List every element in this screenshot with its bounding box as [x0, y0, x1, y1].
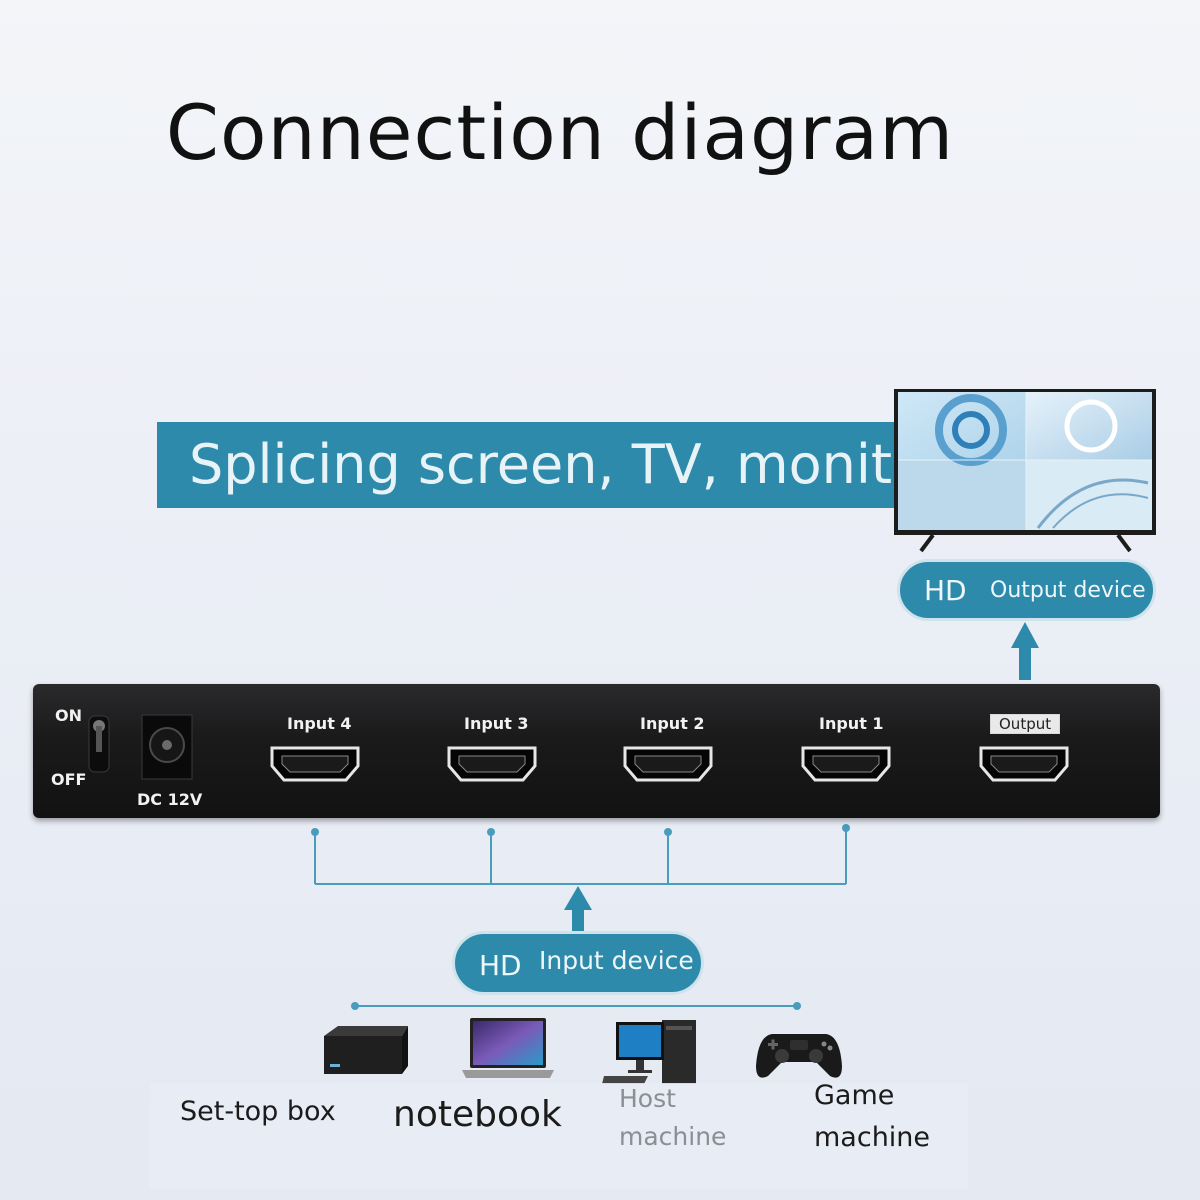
hdmi-multiviewer-device: ON OFF DC 12V Input 4 Input 3 Input 2 In… — [33, 684, 1160, 818]
caption-set-top-box: Set-top box — [180, 1096, 336, 1127]
input-bracket — [314, 828, 847, 885]
caption-notebook: notebook — [393, 1094, 562, 1135]
hdmi-port-output-icon[interactable] — [977, 744, 1071, 784]
input-device-pill: HD Input device — [452, 931, 704, 995]
port-label-input-3: Input 3 — [464, 714, 529, 733]
caption-host-line-2: machine — [619, 1122, 727, 1151]
output-banner: Splicing screen, TV, monitor — [157, 422, 902, 508]
game-controller-icon — [756, 1034, 842, 1078]
input-device-label: Input device — [539, 946, 694, 975]
hdmi-port-input-4-icon[interactable] — [268, 744, 362, 784]
port-label-input-4: Input 4 — [287, 714, 352, 733]
page-title: Connection diagram — [165, 88, 955, 177]
power-off-label: OFF — [51, 770, 87, 789]
output-device-pill: HD Output device — [897, 559, 1156, 621]
port-label-input-1: Input 1 — [819, 714, 884, 733]
port-label-output: Output — [990, 714, 1061, 734]
dc-label: DC 12V — [137, 790, 203, 809]
hdmi-port-input-1-icon[interactable] — [799, 744, 893, 784]
hdmi-port-input-2-icon[interactable] — [621, 744, 715, 784]
hdmi-port-input-3-icon[interactable] — [445, 744, 539, 784]
input-hd-label: HD — [479, 949, 522, 982]
sources-line — [351, 1002, 801, 1010]
output-hd-label: HD — [924, 574, 967, 607]
caption-host-line-1: Host — [619, 1084, 676, 1113]
port-label-input-2: Input 2 — [640, 714, 705, 733]
dc-jack-icon — [141, 714, 193, 780]
source-captions-panel — [150, 1083, 968, 1189]
input-arrow-icon — [564, 886, 592, 932]
host-machine-icon — [602, 1020, 696, 1084]
tv-monitor-icon — [894, 389, 1156, 553]
power-switch-icon[interactable] — [85, 712, 113, 776]
output-arrow-icon — [1011, 622, 1039, 680]
set-top-box-icon — [324, 1026, 408, 1074]
caption-game-line-2: machine — [814, 1122, 931, 1153]
output-device-label: Output device — [990, 578, 1146, 603]
power-on-label: ON — [55, 706, 82, 725]
notebook-icon — [462, 1018, 554, 1078]
caption-game-line-1: Game — [814, 1080, 895, 1111]
